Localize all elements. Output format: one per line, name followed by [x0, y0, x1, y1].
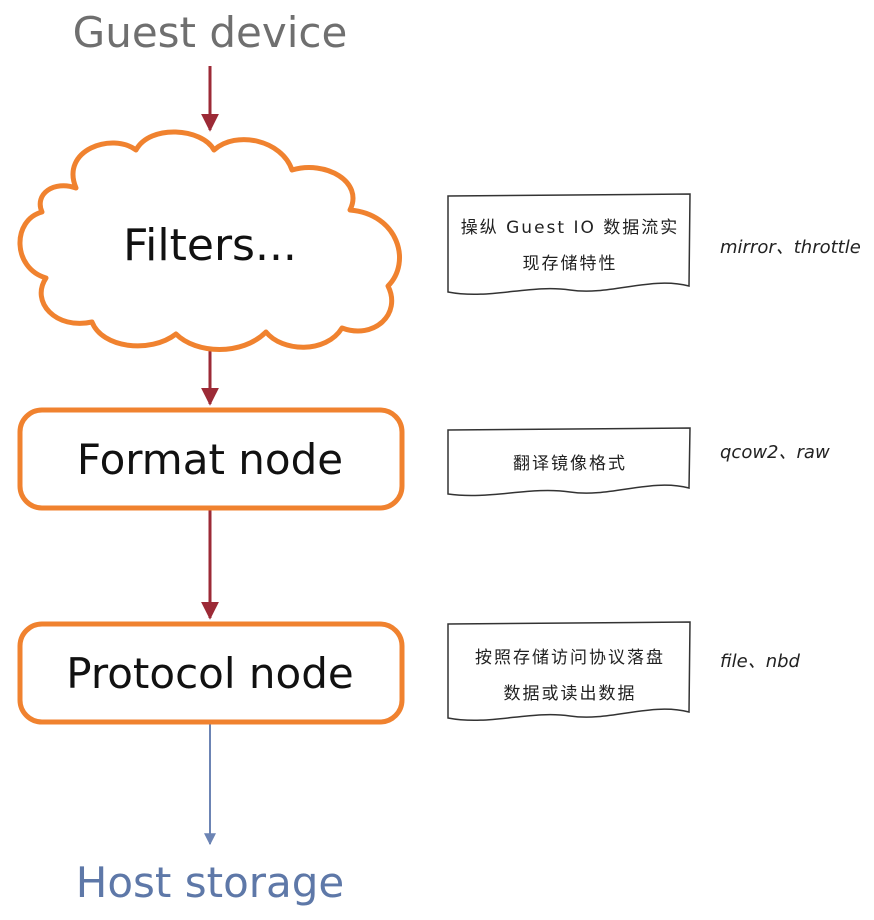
format-examples: qcow2、raw — [720, 442, 830, 463]
note-protocol-line-1: 按照存储访问协议落盘 — [475, 648, 665, 668]
filters-node-label: Filters... — [123, 220, 297, 271]
filters-examples: mirror、throttle — [720, 237, 861, 258]
note-protocol: 按照存储访问协议落盘 数据或读出数据 — [452, 640, 688, 712]
format-node-box — [17, 407, 405, 511]
note-format-line-1: 翻译镜像格式 — [513, 454, 627, 474]
note-filters-line-2: 现存储特性 — [522, 254, 618, 274]
note-filters-line-1: 操纵 Guest IO 数据流实 — [460, 218, 680, 238]
protocol-node-label: Protocol node — [66, 649, 354, 698]
note-filters: 操纵 Guest IO 数据流实 现存储特性 — [452, 210, 688, 282]
protocol-examples: file、nbd — [720, 651, 800, 672]
sink-label: Host storage — [75, 858, 345, 907]
note-format: 翻译镜像格式 — [452, 446, 688, 482]
note-protocol-shape — [447, 621, 691, 721]
format-node-label: Format node — [76, 435, 344, 484]
protocol-node-box — [17, 621, 405, 725]
note-format-shape — [447, 427, 691, 497]
source-label: Guest device — [72, 8, 348, 57]
note-filters-shape — [447, 193, 691, 295]
note-protocol-line-2: 数据或读出数据 — [503, 684, 637, 704]
filters-cloud-shape — [17, 129, 402, 352]
